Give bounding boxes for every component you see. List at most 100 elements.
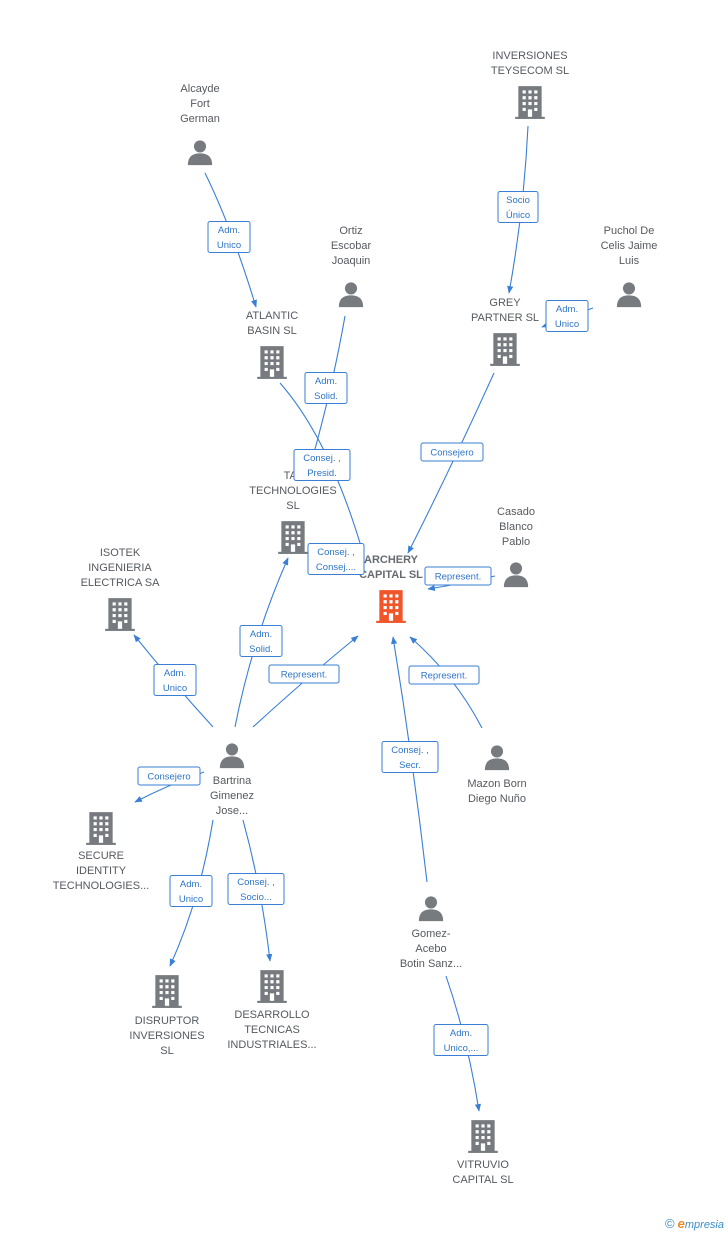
edge-label-box [307, 543, 365, 575]
node-bartrina[interactable]: BartrinaGimenezJose... [210, 743, 254, 817]
edge-label-e7[interactable]: Consej. , Consej.... [307, 543, 365, 575]
node-label: Botin Sanz... [400, 958, 462, 970]
edge-label-e9[interactable]: Adm.Solid. [239, 625, 283, 657]
edge-label-e5[interactable]: Consej. ,Presid. [293, 449, 351, 481]
node-label: Joaquin [332, 255, 371, 267]
edge-label-box [239, 625, 283, 657]
edge-label-e14[interactable]: Consejero [137, 766, 201, 786]
node-label: Alcayde [180, 83, 219, 95]
edge-label-box [408, 665, 480, 685]
edge-label-text: Solid. [249, 644, 273, 655]
edge-label-text: Unico [217, 240, 241, 251]
edge-label-e3[interactable]: Adm.Unico [545, 300, 589, 332]
node-label: VITRUVIO [457, 1159, 509, 1171]
edge-label-text: Unico [179, 894, 203, 905]
person-icon [187, 140, 213, 166]
edge-label-text: Consej. , [237, 877, 275, 888]
node-label: Celis Jaime [601, 240, 658, 252]
node-label: BASIN SL [247, 325, 297, 337]
edge-label-e13[interactable]: Consej. ,Secr. [381, 741, 439, 773]
node-label: TECHNOLOGIES... [53, 880, 150, 892]
node-label: Puchol De [604, 225, 655, 237]
edge-label-e11[interactable]: Represent. [268, 664, 340, 684]
node-label: Gimenez [210, 790, 254, 802]
node-label: INVERSIONES [492, 50, 567, 62]
node-label: INDUSTRIALES... [227, 1039, 316, 1051]
node-vitruvio[interactable]: VITRUVIO CAPITAL SL [452, 1120, 514, 1186]
node-label: German [180, 113, 220, 125]
edge-labels-layer: Adm.UnicoSocioÚnicoAdm.UnicoAdm.Solid.Co… [137, 191, 589, 1056]
person-icon [338, 282, 364, 308]
edge-label-text: Socio... [240, 892, 272, 903]
node-label: Ortiz [339, 225, 362, 237]
edge-label-e8[interactable]: Represent. [424, 566, 492, 586]
node-label: Luis [619, 255, 640, 267]
node-grey[interactable]: GREY PARTNER SL [471, 297, 539, 366]
person-icon [503, 562, 529, 588]
node-label: Escobar [331, 240, 372, 252]
node-label: DISRUPTOR [135, 1015, 200, 1027]
edge-label-e1[interactable]: Adm. Unico [207, 221, 251, 253]
edge-label-text: Represent. [435, 572, 481, 583]
edge-label-text: Unico,... [444, 1043, 479, 1054]
building-icon [257, 970, 287, 1003]
building-icon [515, 86, 545, 119]
edge-label-text: Adm. [218, 225, 240, 236]
edge-label-box [545, 300, 589, 332]
node-label: GREY [489, 297, 521, 309]
node-label: ARCHERY [364, 554, 419, 566]
person-icon [484, 745, 510, 771]
node-desarrollo[interactable]: DESARROLLOTECNICASINDUSTRIALES... [227, 970, 317, 1051]
edge-label-e6[interactable]: Consejero [420, 442, 484, 462]
edge-label-e10[interactable]: Adm.Unico [153, 664, 197, 696]
edge-label-e12[interactable]: Represent. [408, 665, 480, 685]
node-label: Gomez- [411, 928, 450, 940]
copyright-icon: © [665, 1216, 675, 1231]
edge-label-text: Adm. [450, 1028, 472, 1039]
node-label: SL [160, 1045, 173, 1057]
node-label: INGENIERIA [88, 562, 152, 574]
node-label: CAPITAL SL [452, 1174, 513, 1186]
footer-brand[interactable]: © empresia [665, 1216, 724, 1231]
edge-line-e6 [407, 372, 495, 554]
edge-label-text: Consej. , [303, 453, 341, 464]
edge-label-e15[interactable]: Adm.Unico [169, 875, 213, 907]
node-label: SECURE [78, 850, 124, 862]
edge-label-e17[interactable]: Adm. Unico,... [433, 1024, 489, 1056]
edge-label-text: Consej. , [317, 547, 355, 558]
node-label: Bartrina [213, 775, 252, 787]
node-isotek[interactable]: ISOTEK INGENIERIA ELECTRICA SA [81, 547, 161, 631]
edge-label-text: Socio [506, 195, 530, 206]
edge-label-box [304, 372, 348, 404]
edge-label-text: Consej.... [316, 562, 356, 573]
edge-label-box [137, 766, 201, 786]
edge-label-text: Solid. [314, 391, 338, 402]
node-label: ELECTRICA SA [81, 577, 161, 589]
node-label: ISOTEK [100, 547, 141, 559]
edge-label-box [420, 442, 484, 462]
edge-label-box [169, 875, 213, 907]
building-icon [257, 346, 287, 379]
node-label: Acebo [415, 943, 446, 955]
edge-label-text: Unico [555, 319, 579, 330]
edge-label-e16[interactable]: Consej. , Socio... [227, 873, 285, 905]
node-label: PARTNER SL [471, 312, 539, 324]
node-secure[interactable]: SECUREIDENTITYTECHNOLOGIES... [53, 812, 150, 892]
node-label: Blanco [499, 521, 533, 533]
edge-label-text: Consej. , [391, 745, 429, 756]
edge-label-e4[interactable]: Adm.Solid. [304, 372, 348, 404]
